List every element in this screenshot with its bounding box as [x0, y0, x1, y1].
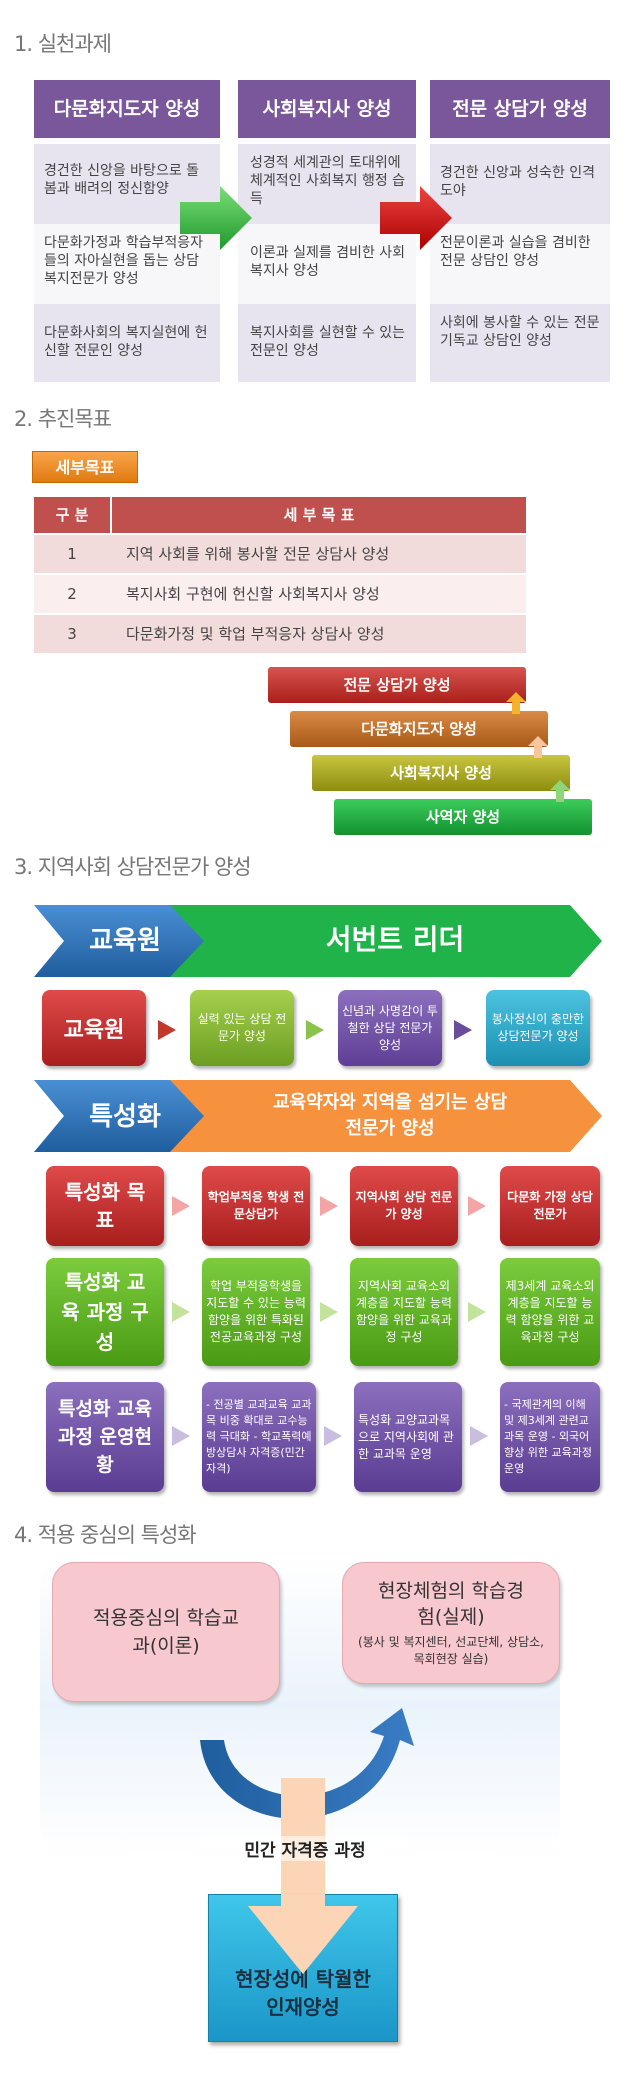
s1-col3-cell1: 경건한 신앙과 성숙한 인격도야	[430, 144, 610, 224]
green-arrow-icon	[180, 186, 252, 250]
arrow-right-icon	[454, 1020, 472, 1040]
up-arrow-icon	[528, 736, 548, 758]
section1-title: 1. 실천과제	[14, 32, 112, 56]
s1-col3-cell3: 사회에 봉사할 수 있는 전문 기독교 상담인 양성	[430, 304, 610, 382]
arrow-right-icon	[306, 1020, 324, 1040]
s1-col1-cell1: 경건한 신앙을 바탕으로 돌봄과 배려의 정신함양	[34, 144, 220, 224]
row2-head: 특성화 목표	[46, 1166, 164, 1246]
row1-item2: 신념과 사명감이 투철한 상담 전문가 양성	[338, 990, 442, 1066]
row4-item1: - 전공별 교과교육 교과목 비중 확대로 교수능력 극대화 - 학교폭력예방상…	[202, 1382, 316, 1492]
arrow-right-icon	[172, 1426, 190, 1446]
section3-title: 3. 지역사회 상담전문가 양성	[14, 855, 252, 879]
red-arrow-icon	[380, 186, 452, 250]
row2-item2: 지역사회 상담 전문가 양성	[350, 1166, 458, 1246]
s1-col1-cell2: 다문화가정과 학습부적응자들의 자아실현을 돕는 상담복지전문가 양성	[34, 224, 220, 304]
row4-item2: 특성화 교양교과목으로 지역사회에 관한 교과목 운영	[354, 1382, 462, 1492]
banner2-blue-chevron	[34, 1080, 204, 1152]
row3-item2: 지역사회 교육소외 계층을 지도할 능력 함양을 위한 교육과정 구성	[350, 1258, 458, 1366]
up-arrow-icon	[550, 780, 570, 802]
row1-head: 교육원	[42, 990, 146, 1066]
row4-item3: - 국제관계의 이해 및 제3세계 관련교과목 운영 - 외국어 향상 위한 교…	[500, 1382, 600, 1492]
section2-title: 2. 추진목표	[14, 407, 112, 431]
arrow-right-icon	[320, 1302, 338, 1322]
s1-col2-cell2: 이론과 실제를 겸비한 사회복지사 양성	[238, 224, 416, 304]
stair-minister: 사역자 양성	[334, 799, 592, 835]
banner2-orange-arrow	[150, 1080, 602, 1152]
up-arrow-icon	[506, 692, 526, 714]
row3-item1: 학업 부적응학생을 지도할 수 있는 능력 함양을 위한 특화된 전공교육과정 …	[202, 1258, 310, 1366]
detail-goal-badge: 세부목표	[32, 451, 138, 483]
practice-box-sublabel: (봉사 및 복지센터, 선교단체, 상담소, 목회현장 실습)	[358, 1635, 544, 1666]
practice-box: 현장체험의 학습경험(실제) (봉사 및 복지센터, 선교단체, 상담소, 목회…	[342, 1562, 560, 1684]
theory-box-label: 적용중심의 학습교과(이론)	[93, 1607, 239, 1657]
arrow-right-icon	[320, 1196, 338, 1216]
row-num: 2	[67, 585, 77, 603]
row3-item3: 제3세계 교육소외 계층을 지도할 능력 함양을 위한 교육과정 구성	[500, 1258, 600, 1366]
theory-box: 적용중심의 학습교과(이론)	[52, 1562, 280, 1702]
arrow-right-icon	[470, 1426, 488, 1446]
table-head-num: 구 분	[34, 497, 110, 533]
row2-item3: 다문화 가정 상담 전문가	[500, 1166, 600, 1246]
banner2-left-label: 특성화	[89, 1102, 161, 1132]
table-head-goal: 세 부 목 표	[112, 497, 526, 533]
s1-col2-cell3: 복지사회를 실현할 수 있는 전문인 양성	[238, 304, 416, 382]
arrow-right-icon	[468, 1302, 486, 1322]
table-row: 2 복지사회 구현에 헌신할 사회복지사 양성	[34, 575, 526, 613]
s1-col1-cell3: 다문화사회의 복지실현에 헌신할 전문인 양성	[34, 304, 220, 382]
curved-arrow-icon	[200, 1708, 414, 1819]
row1-item1: 실력 있는 상담 전문가 양성	[190, 990, 294, 1066]
row1-item3: 봉사정신이 충만한 상담전문가 양성	[486, 990, 590, 1066]
row-text: 지역 사회를 위해 봉사할 전문 상담사 양성	[126, 545, 390, 563]
arrow-right-icon	[172, 1196, 190, 1216]
banner1-blue-chevron	[34, 905, 204, 977]
row2-item1: 학업부적응 학생 전문상담가	[202, 1166, 310, 1246]
s1-col1-head: 다문화지도자 양성	[34, 80, 220, 138]
s1-col3-cell2: 전문이론과 실습을 겸비한 전문 상담인 양성	[430, 224, 610, 304]
stair-socialworker: 사회복지사 양성	[312, 755, 570, 791]
table-row: 3 다문화가정 및 학업 부적응자 상담사 양성	[34, 615, 526, 653]
row-text: 복지사회 구현에 헌신할 사회복지사 양성	[126, 585, 380, 603]
row-text: 다문화가정 및 학업 부적응자 상담사 양성	[126, 625, 385, 643]
table-row: 1 지역 사회를 위해 봉사할 전문 상담사 양성	[34, 535, 526, 573]
banner2-right-label: 교육약자와 지역을 섬기는 상담전문가 양성	[272, 1092, 508, 1139]
s1-col2-cell1: 성경적 세계관의 토대위에 체계적인 사회복지 행정 습득	[238, 144, 416, 224]
arrow-right-icon	[172, 1302, 190, 1322]
stair-multicultural: 다문화지도자 양성	[290, 711, 548, 747]
arrow-right-icon	[324, 1426, 342, 1446]
s1-col2-head: 사회복지사 양성	[238, 80, 416, 138]
arrow-right-icon	[158, 1020, 176, 1040]
banner1-left-label: 교육원	[89, 926, 161, 956]
stair-counselor: 전문 상담가 양성	[268, 667, 526, 703]
practice-box-label: 현장체험의 학습경험(실제)	[378, 1580, 524, 1628]
banner1-right-label: 서번트 리더	[325, 923, 465, 956]
certificate-label: 민간 자격증 과정	[200, 1836, 410, 1861]
down-arrow-overlay	[248, 1894, 358, 1974]
row-num: 1	[67, 545, 77, 563]
section4-title: 4. 적용 중심의 특성화	[14, 1523, 197, 1547]
banner1-green-arrow	[150, 905, 602, 977]
row-num: 3	[67, 625, 77, 643]
arrow-right-icon	[468, 1196, 486, 1216]
s1-col3-head: 전문 상담가 양성	[430, 80, 610, 138]
row4-head: 특성화 교육과정 운영현황	[46, 1382, 164, 1492]
row3-head: 특성화 교육 과정 구성	[46, 1258, 164, 1366]
